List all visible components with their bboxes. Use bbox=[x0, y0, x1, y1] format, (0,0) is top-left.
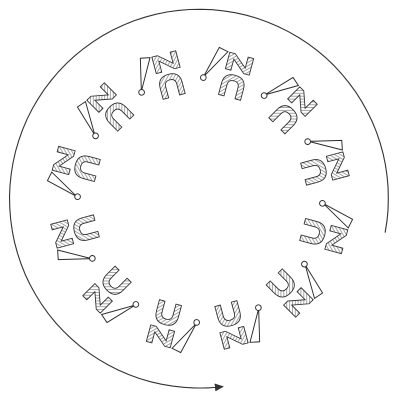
triangle-outline bbox=[72, 100, 107, 135]
motif-12 bbox=[70, 81, 135, 146]
motif-10 bbox=[49, 213, 105, 270]
motif-7 bbox=[213, 295, 270, 351]
motif-8 bbox=[146, 299, 203, 355]
triangle-outline bbox=[100, 293, 135, 328]
vertex-circle bbox=[92, 132, 100, 140]
motif-4 bbox=[295, 130, 351, 187]
horseshoe-glyph bbox=[102, 99, 134, 131]
vertex-circle bbox=[300, 260, 308, 268]
vertex-circle bbox=[138, 89, 145, 96]
motif-1 bbox=[130, 49, 187, 105]
rotation-arrow-arc bbox=[10, 9, 389, 388]
motif-ring bbox=[45, 45, 356, 356]
zigzag-glyph bbox=[325, 225, 348, 253]
triangle-outline bbox=[319, 204, 355, 229]
vertex-circle bbox=[132, 300, 140, 308]
motif-6 bbox=[265, 253, 330, 318]
vertex-circle bbox=[255, 304, 262, 311]
zigzag-glyph bbox=[152, 51, 180, 74]
zigzag-glyph bbox=[220, 326, 248, 349]
vertex-circle bbox=[260, 92, 268, 100]
motif-5 bbox=[299, 197, 355, 254]
zigzag-glyph bbox=[326, 152, 349, 180]
horseshoe-glyph bbox=[72, 154, 100, 182]
horseshoe-glyph bbox=[215, 301, 243, 329]
vertex-circle bbox=[200, 74, 207, 81]
vertex-circle bbox=[89, 255, 96, 262]
horseshoe-glyph bbox=[157, 71, 185, 99]
zigzag-glyph bbox=[52, 146, 75, 174]
triangle-outline bbox=[172, 319, 197, 355]
horseshoe-glyph bbox=[154, 300, 182, 328]
triangle-outline bbox=[204, 45, 229, 81]
horseshoe-glyph bbox=[269, 102, 301, 134]
vertex-circle bbox=[319, 200, 326, 207]
motif-9 bbox=[81, 265, 146, 330]
triangle-outline bbox=[293, 265, 328, 300]
horseshoe-glyph bbox=[300, 218, 328, 246]
vertex-circle bbox=[74, 193, 81, 200]
motif-11 bbox=[45, 146, 101, 203]
horseshoe-glyph bbox=[266, 269, 298, 301]
motif-3 bbox=[253, 70, 318, 135]
horseshoe-glyph bbox=[99, 266, 131, 298]
zigzag-glyph bbox=[51, 220, 74, 248]
vertex-circle bbox=[304, 138, 311, 145]
horseshoe-glyph bbox=[218, 72, 246, 100]
zigzag-glyph bbox=[146, 325, 174, 348]
triangle-outline bbox=[45, 172, 81, 197]
vertex-circle bbox=[193, 319, 200, 326]
motif-2 bbox=[197, 45, 254, 101]
horseshoe-glyph bbox=[71, 215, 99, 243]
triangle-outline bbox=[265, 72, 300, 107]
horseshoe-glyph bbox=[301, 157, 329, 185]
zigzag-glyph bbox=[225, 52, 253, 75]
